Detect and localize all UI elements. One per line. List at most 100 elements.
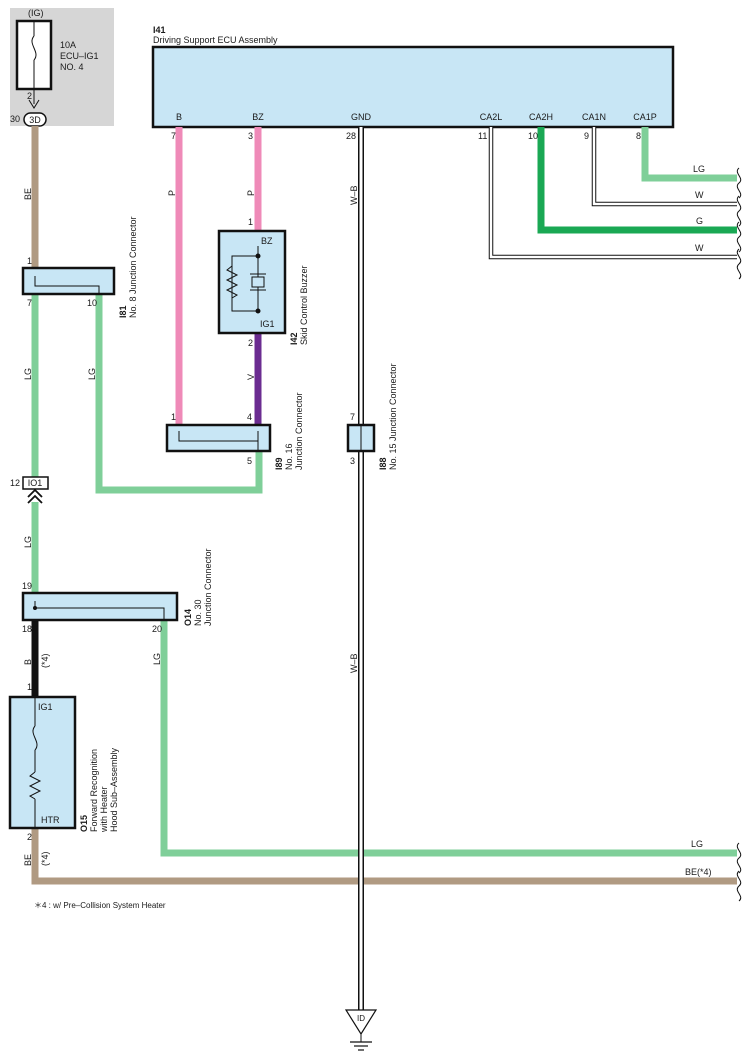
wire-be-bottom	[31, 828, 737, 885]
i89-line2: Junction Connector	[294, 392, 304, 470]
fuse-icon	[32, 725, 38, 751]
o15-term-top: IG1	[38, 702, 53, 712]
footnote: ＊4 : w/ Pre–Collision System Heater	[34, 901, 166, 910]
connector-chevron-icon	[27, 488, 43, 504]
ecu-term-ca2l: CA2L	[480, 112, 503, 122]
wire-label-lg3: LG	[23, 536, 33, 548]
i81-id: I81	[118, 305, 128, 318]
ecu-term-ca1p: CA1P	[633, 112, 657, 122]
io1-pin: 12	[10, 478, 20, 488]
wire-label-b: B	[23, 659, 33, 665]
wire-label-mark4b: (*4)	[40, 851, 50, 866]
i81-pin-br: 10	[87, 298, 97, 308]
wire-label-lg4: LG	[152, 653, 162, 665]
i42-name: Skid Control Buzzer	[299, 265, 309, 345]
wire-w-ca2l	[489, 127, 737, 259]
break-mark-icon	[736, 842, 742, 874]
right-wire-lg: LG	[693, 164, 705, 174]
buzzer-icon	[225, 246, 266, 314]
fuse-name: ECU–IG1	[60, 51, 99, 61]
i88-pin-bot: 3	[350, 456, 355, 466]
i81-name: No. 8 Junction Connector	[128, 216, 138, 318]
wire-lg-ca1p	[641, 127, 737, 182]
ground-label: ID	[357, 1014, 365, 1023]
fuse-pin-out: 2	[27, 91, 32, 101]
ecu-term-ca1n: CA1N	[582, 112, 606, 122]
wire-label-be: BE	[23, 188, 33, 200]
i42-pin-top: 1	[248, 217, 253, 227]
ecu-term-bz: BZ	[252, 112, 264, 122]
break-mark-icon	[736, 870, 742, 902]
i42-term-bot: IG1	[260, 319, 275, 329]
o15-internal	[28, 697, 42, 828]
o15-id: O15	[79, 815, 89, 832]
wire-label-v: V	[246, 374, 256, 380]
i81-pin-bl: 7	[27, 298, 32, 308]
o15-line1: Forward Recognition	[89, 749, 99, 832]
bottom-wire-lg: LG	[691, 839, 703, 849]
bottom-wire-be: BE(*4)	[685, 867, 712, 877]
break-mark-icon	[736, 167, 742, 199]
o14-connector	[21, 591, 179, 622]
i81-pin-top: 1	[27, 256, 32, 266]
ecu-term-b: B	[176, 112, 182, 122]
o14-pin-br: 20	[152, 624, 162, 634]
right-wire-g: G	[696, 216, 703, 226]
fuse-ig-label: (IG)	[28, 8, 44, 18]
wire-label-be2: BE	[23, 854, 33, 866]
o15-term-bot: HTR	[41, 815, 60, 825]
right-wire-w1: W	[695, 190, 704, 200]
break-mark-icon	[736, 221, 742, 253]
ecu-pin-gnd: 28	[346, 131, 356, 141]
wire-g-ca2h	[537, 127, 737, 234]
o15-line2: with Heater	[99, 786, 109, 833]
i42-pin-bot: 2	[248, 338, 253, 348]
fuse-conn: 3D	[29, 115, 41, 125]
o14-pin-bl: 18	[22, 624, 32, 634]
ecu-name: Driving Support ECU Assembly	[153, 35, 278, 45]
wire-label-wb2: W–B	[349, 653, 359, 673]
o15-pin-top: 1	[27, 682, 32, 692]
fuse-no: NO. 4	[60, 62, 84, 72]
ecu-pin-ca2l: 11	[478, 131, 487, 141]
ecu-id: I41	[153, 25, 166, 35]
fuse-amp: 10A	[60, 40, 76, 50]
break-mark-icon	[736, 195, 742, 227]
wire-label-p2: P	[246, 190, 256, 196]
o14-line1: No. 30	[193, 599, 203, 626]
o14-pin-top: 19	[22, 581, 32, 591]
i89-connector	[165, 423, 272, 453]
o15-pin-bot: 2	[27, 832, 32, 842]
i89-pin-tr: 4	[247, 412, 252, 422]
ecu-term-ca2h: CA2H	[529, 112, 553, 122]
i89-id: I89	[274, 457, 284, 470]
i42-id: I42	[289, 332, 299, 345]
i81-connector	[21, 266, 116, 296]
ground-triangle-icon	[344, 1009, 378, 1036]
wire-w-ca1n-outline	[591, 127, 737, 207]
i89-pin-br: 5	[247, 456, 252, 466]
wire-label-p1: P	[167, 190, 177, 196]
wire-lg-i81-i89	[95, 294, 263, 494]
io1-connector	[22, 476, 49, 490]
io1-id: IO1	[28, 478, 43, 488]
wire-label-wb1: W–B	[349, 185, 359, 205]
break-mark-icon	[736, 248, 742, 280]
ecu-pin-bz: 3	[248, 131, 253, 141]
ecu-pin-ca2h: 10	[528, 131, 538, 141]
wires	[31, 126, 737, 1010]
ecu-box	[151, 45, 675, 129]
o14-id: O14	[183, 609, 193, 626]
ecu-term-gnd: GND	[351, 112, 372, 122]
connector-arrow-icon	[28, 99, 40, 109]
fuse-conn-pin: 30	[10, 114, 20, 124]
o15-line3: Hood Sub–Assembly	[109, 747, 119, 832]
i89-line1: No. 16	[284, 443, 294, 470]
wire-label-mark4a: (*4)	[40, 653, 50, 668]
i88-id: I88	[378, 457, 388, 470]
wire-w-ca1n	[592, 127, 737, 206]
resistor-icon	[28, 771, 42, 800]
wire-lg-o14-out	[160, 620, 737, 857]
fuse-icon	[31, 35, 37, 61]
